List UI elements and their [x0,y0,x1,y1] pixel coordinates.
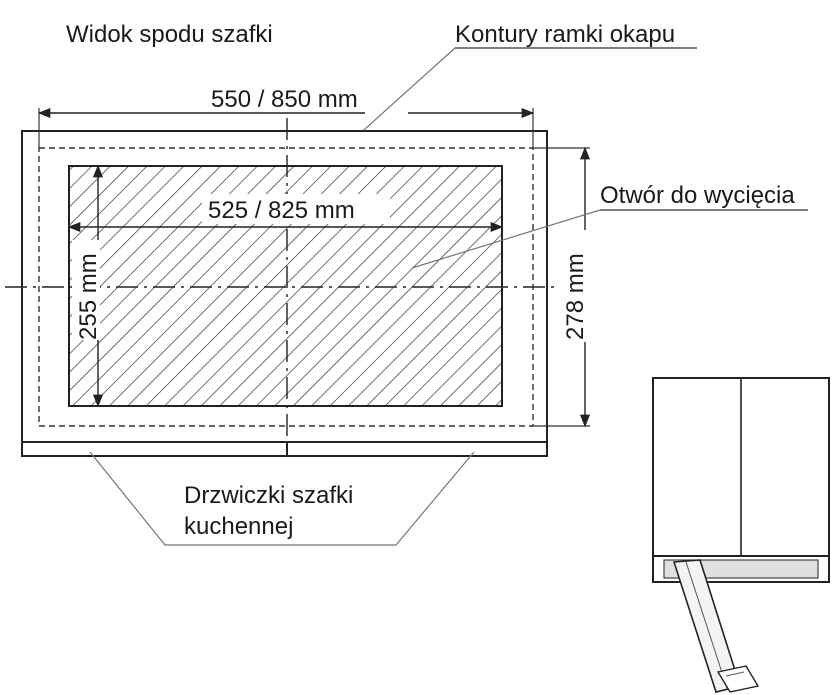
door-label-line1: Drzwiczki szafki [184,482,353,509]
outer-width-label: 550 / 850 mm [211,86,358,113]
outer-height-label: 278 mm [562,253,589,340]
inner-width-label-bg [202,194,390,224]
door-leader-lines [89,451,475,546]
inner-width-label: 525 / 825 mm [208,197,355,224]
cutout-label: Otwór do wycięcia [600,182,795,209]
frame-outline-label: Kontury ramki okapu [455,21,675,48]
cabinet-front-illustration [652,377,830,693]
cutout-leader [411,209,601,269]
view-title: Widok spodu szafki [66,21,273,48]
door-label-line2: kuchennej [184,513,293,540]
cabinet-door-strip [21,441,548,457]
outer-height-label-bg [558,230,588,342]
inner-height-label: 255 mm [75,253,102,340]
inner-height-label-bg [72,240,100,340]
